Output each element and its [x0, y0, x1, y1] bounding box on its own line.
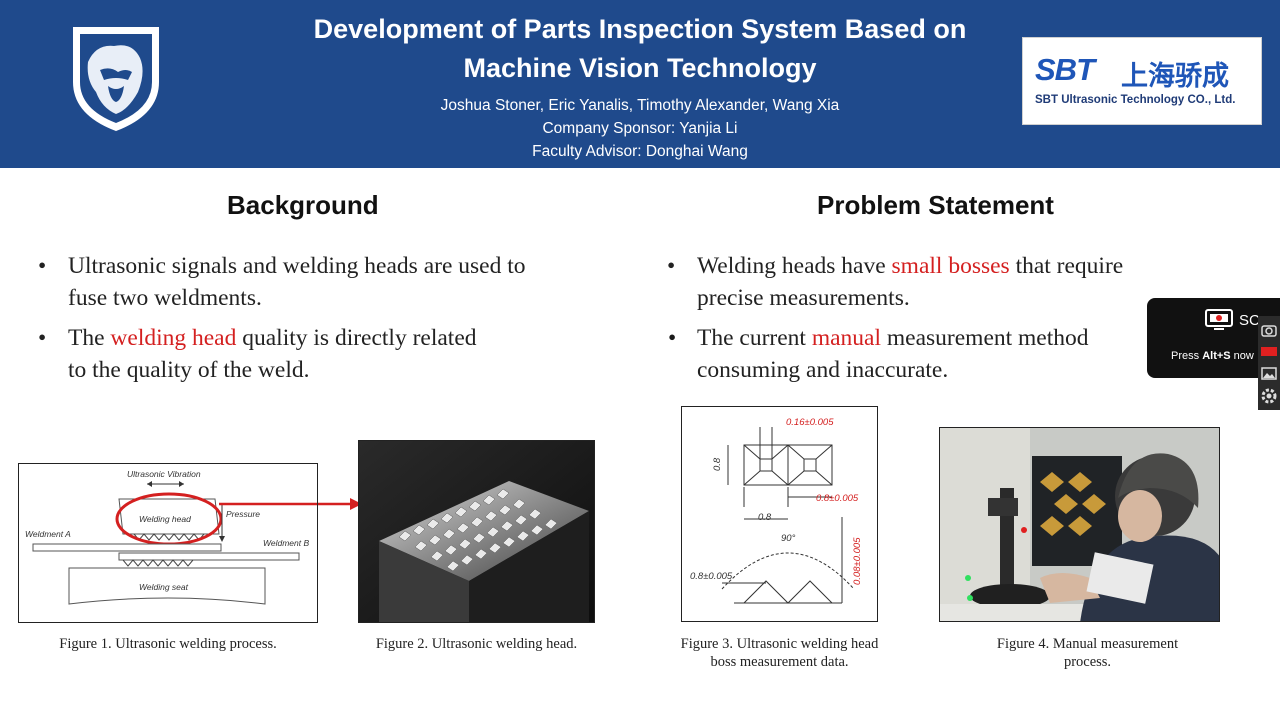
poster-title-line2: Machine Vision Technology: [463, 53, 817, 83]
label-vibration: Ultrasonic Vibration: [127, 469, 201, 479]
sbt-chinese-name: 上海骄成: [1121, 61, 1229, 92]
gear-icon[interactable]: [1261, 388, 1277, 404]
label-weldment-b: Weldment B: [263, 538, 309, 548]
recorder-hint: Press Alt+S now: [1171, 350, 1254, 362]
dim-boss-pitch: 0.8±0.005: [816, 493, 859, 504]
poster-title-line1: Development of Parts Inspection System B…: [313, 14, 967, 44]
background-heading: Background: [227, 190, 379, 220]
figure-4-manual-measurement-photo: [939, 427, 1220, 622]
figure-3-boss-measurement-drawing: 0.16±0.005 0.8±0.005 90° 0.8 0.8 0.8±0.0…: [681, 406, 878, 622]
sponsor-logo: SBT 上海骄成 SBT Ultrasonic Technology CO., …: [1022, 37, 1262, 125]
dim-width: 0.8: [758, 512, 772, 523]
monitor-record-icon: [1205, 309, 1233, 330]
record-stop-icon[interactable]: [1261, 347, 1277, 356]
problem-bullet-2-dot: •: [668, 325, 677, 351]
label-weldment-a: Weldment A: [25, 529, 71, 539]
sbt-brand: SBT: [1035, 52, 1095, 87]
figure-4-caption: Figure 4. Manual measurement process.: [996, 636, 1179, 670]
highlight-manual: manual: [811, 325, 881, 351]
label-pressure: Pressure: [226, 509, 260, 519]
dim-depth: 0.08±0.005: [852, 537, 863, 585]
figure-2-welding-head-photo: [358, 440, 595, 623]
faculty-advisor: Faculty Advisor: Donghai Wang: [532, 143, 748, 160]
company-sponsor: Company Sponsor: Yanjia Li: [542, 120, 738, 137]
dim-boss-width: 0.16±0.005: [786, 417, 834, 428]
screen-recorder-overlay[interactable]: SC Press Alt+S now: [1147, 298, 1280, 378]
recorder-label: SC: [1239, 312, 1260, 329]
label-head: Welding head: [139, 514, 191, 524]
problem-bullet-2: • The current manual measurement method …: [697, 325, 1089, 383]
label-seat: Welding seat: [139, 582, 189, 592]
dim-height: 0.8: [712, 457, 723, 471]
problem-statement-heading: Problem Statement: [817, 190, 1054, 220]
recorder-toolbar: [1258, 316, 1280, 410]
boss-measurement-drawing: 0.16±0.005 0.8±0.005 90° 0.8 0.8 0.8±0.0…: [690, 417, 863, 604]
penn-state-shield-logo: [73, 27, 159, 132]
welding-process-diagram: Ultrasonic Vibration Welding head Pressu…: [25, 469, 317, 605]
figure-1-caption: Figure 1. Ultrasonic welding process.: [59, 636, 277, 652]
sbt-english-name: SBT Ultrasonic Technology CO., Ltd.: [1035, 94, 1236, 106]
manual-measurement-photo: [940, 428, 1219, 621]
figure-2-caption: Figure 2. Ultrasonic welding head.: [375, 636, 578, 652]
dim-angle: 90°: [781, 533, 796, 544]
poster-header: Development of Parts Inspection System B…: [0, 0, 1280, 168]
image-icon[interactable]: [1261, 367, 1277, 380]
highlight-welding-head: welding head: [110, 325, 237, 351]
authors: Joshua Stoner, Eric Yanalis, Timothy Ale…: [440, 97, 840, 114]
figure-3-caption: Figure 3. Ultrasonic welding head boss m…: [680, 636, 879, 670]
highlight-small-bosses: small bosses: [891, 253, 1010, 279]
camera-icon[interactable]: [1261, 325, 1277, 337]
red-arrow-to-figure-2: [318, 498, 362, 510]
welding-head-photo: [359, 441, 594, 622]
background-bullet-2: • The welding head quality is directly r…: [38, 325, 477, 383]
figure-1-welding-process: Ultrasonic Vibration Welding head Pressu…: [18, 463, 318, 623]
problem-bullet-1: • Welding heads have small bosses that r…: [667, 253, 1124, 311]
background-bullet-1: • Ultrasonic signals and welding heads a…: [38, 253, 526, 311]
dim-base: 0.8±0.005: [690, 571, 733, 582]
